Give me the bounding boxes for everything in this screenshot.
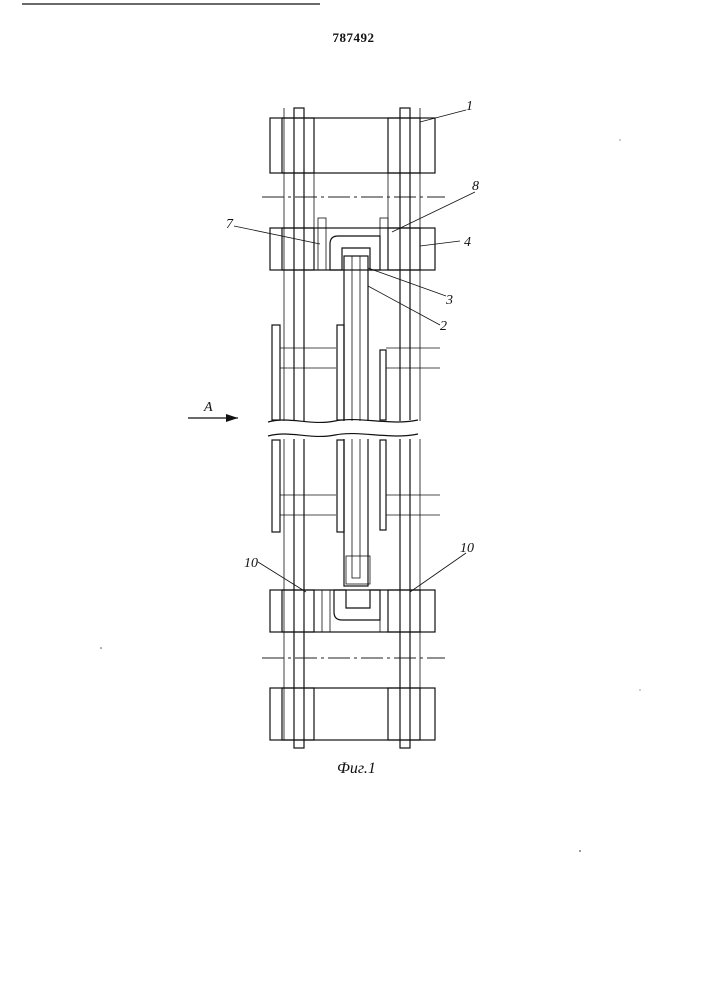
callout-7: 7 xyxy=(226,217,234,232)
arrow-label: A xyxy=(203,400,213,415)
callout-1: 1 xyxy=(466,99,473,114)
figure-caption: Фиг.1 xyxy=(337,760,376,777)
scan-specks xyxy=(100,139,640,852)
callout-10-right: 10 xyxy=(460,541,474,556)
callout-3: 3 xyxy=(445,293,453,308)
callout-8: 8 xyxy=(472,179,479,194)
top-flange xyxy=(262,118,445,197)
callout-4: 4 xyxy=(464,235,471,250)
lower-clamp xyxy=(262,590,445,658)
leader-lines xyxy=(234,110,475,592)
break-line xyxy=(262,420,452,439)
callout-10-left: 10 xyxy=(244,556,258,571)
view-arrow-a xyxy=(188,414,238,422)
callout-2: 2 xyxy=(440,319,447,334)
